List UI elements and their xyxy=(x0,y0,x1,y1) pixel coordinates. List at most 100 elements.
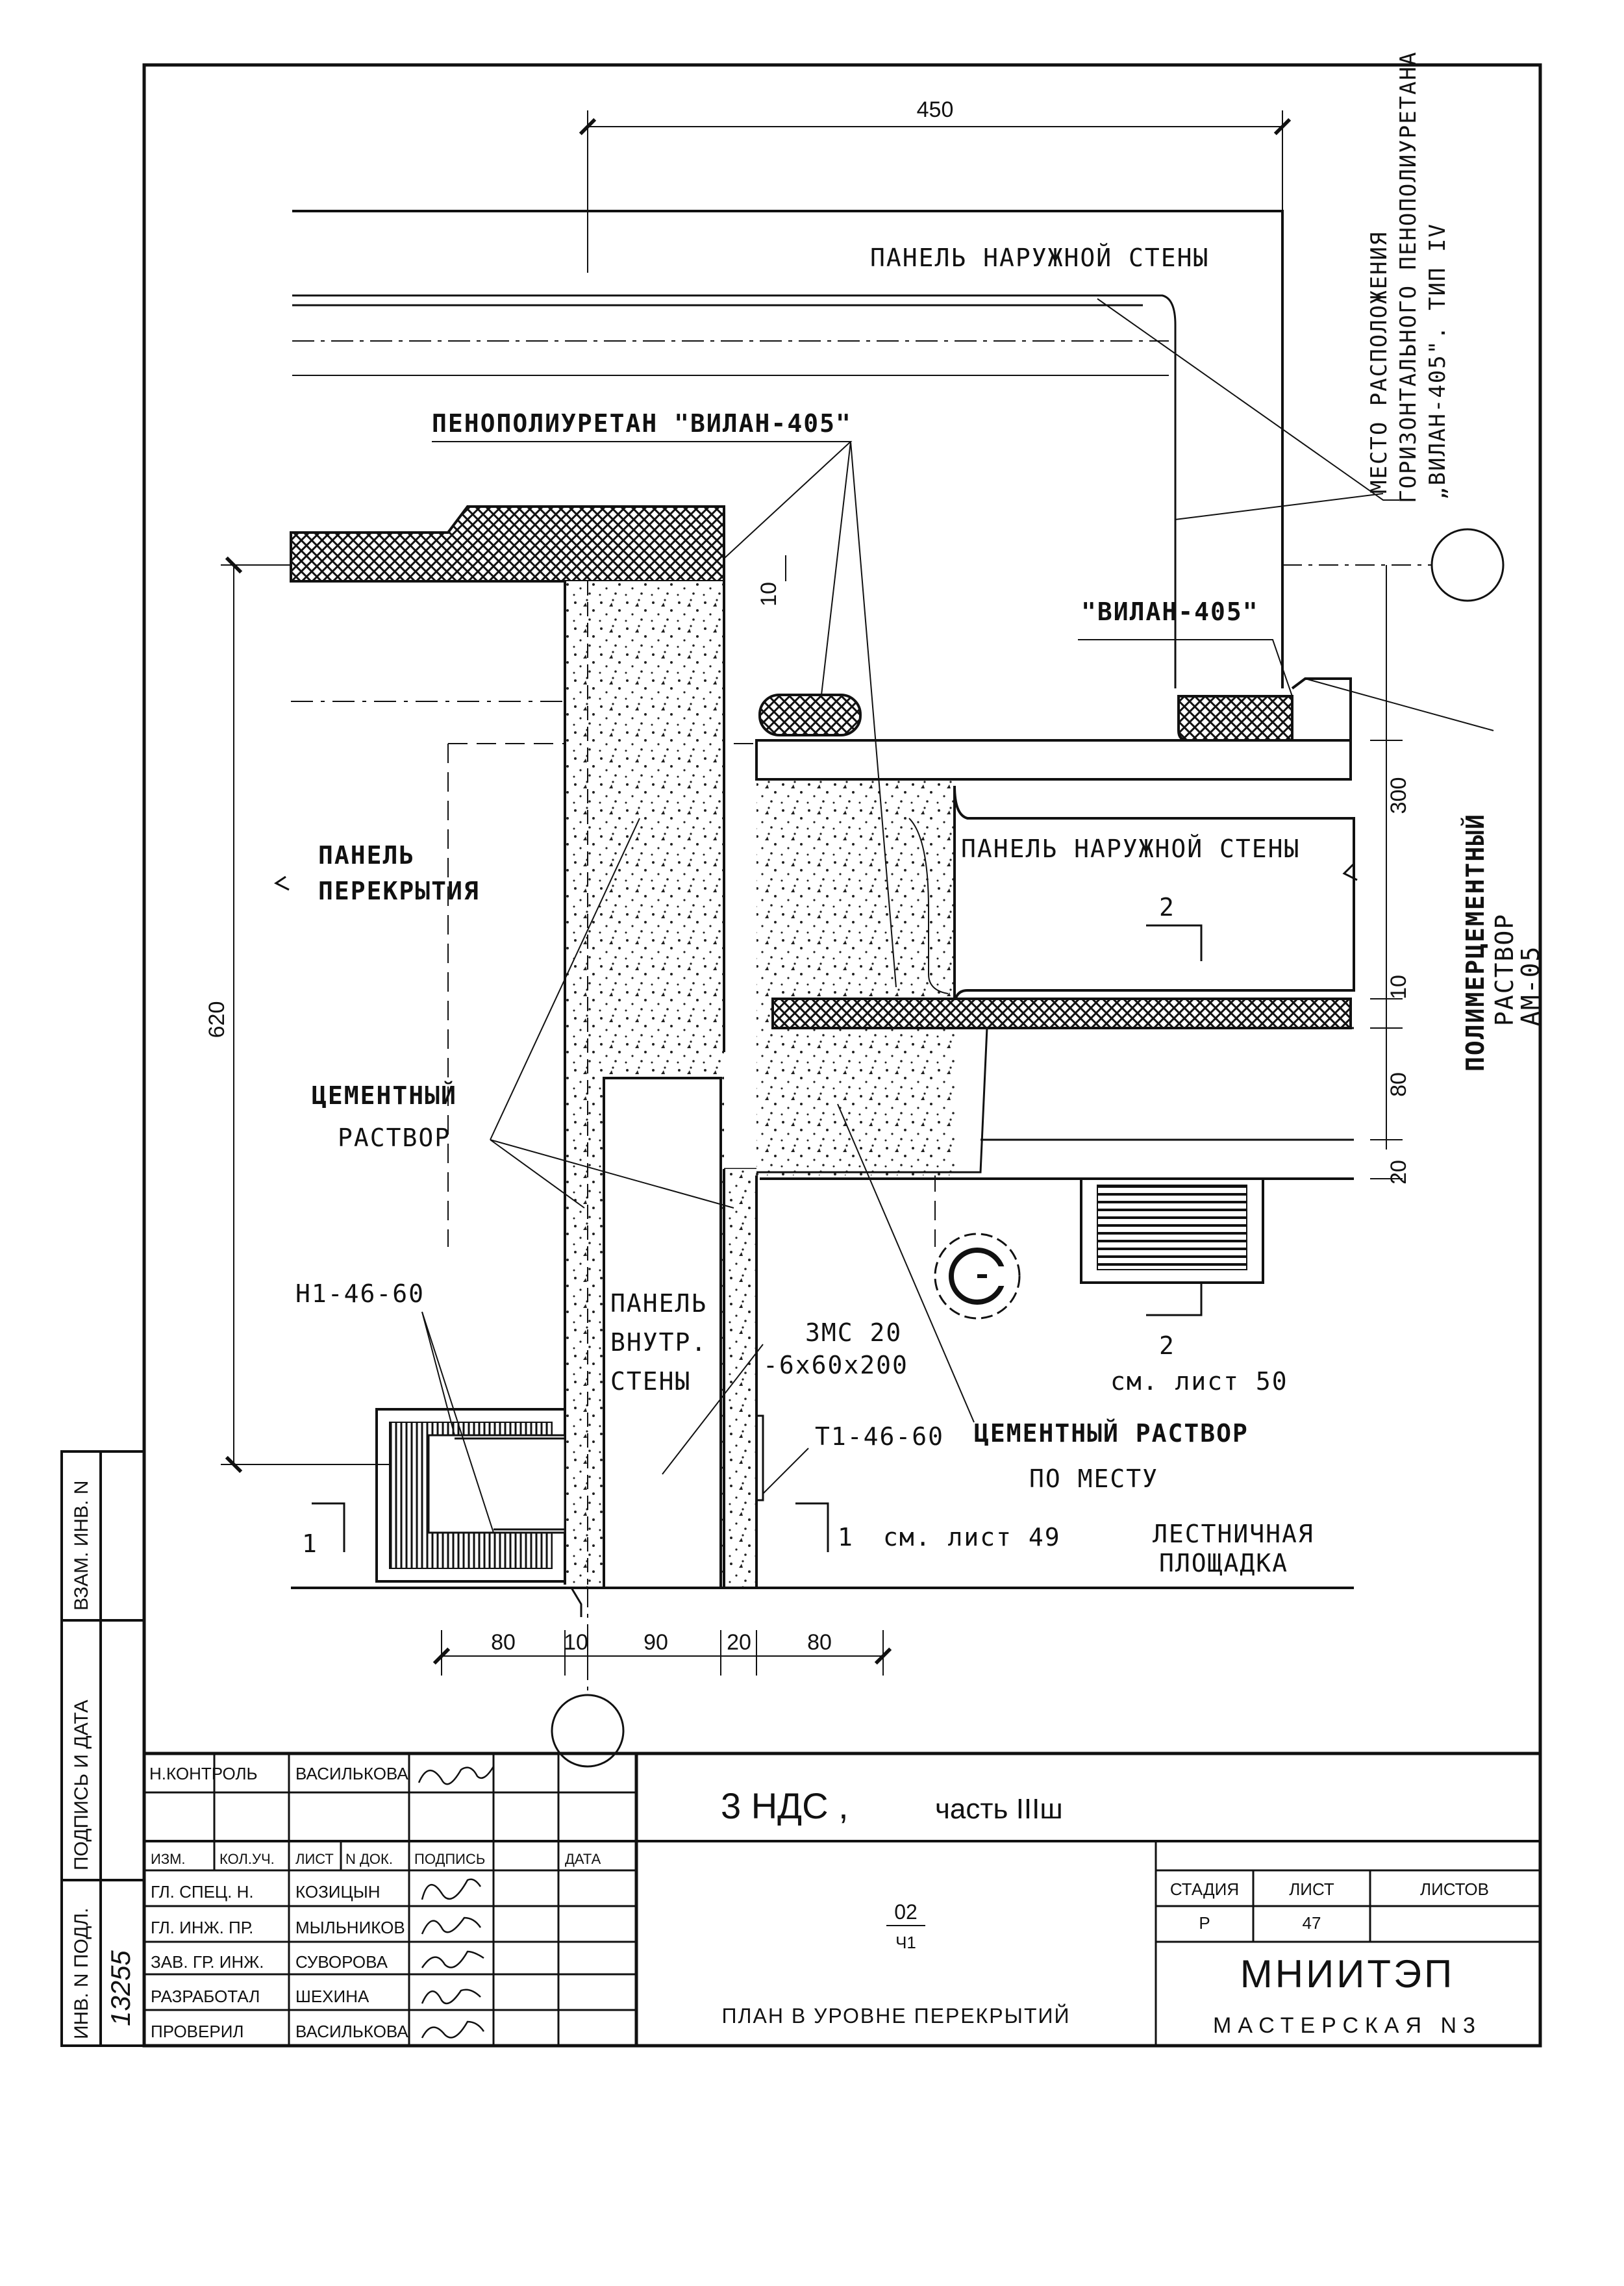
outer-wall-panel-mid xyxy=(953,785,1355,1007)
label-inner-wall-3: СТЕНЫ xyxy=(610,1367,691,1396)
tb-control-role: Н.КОНТРОЛЬ xyxy=(149,1764,258,1783)
tb-row-role: ЗАВ. ГР. ИНЖ. xyxy=(151,1952,264,1972)
tb-head-podpis: ПОДПИСЬ xyxy=(414,1851,485,1867)
tb-drawing-name: ПЛАН В УРОВНЕ ПЕРЕКРЫТИЙ xyxy=(721,2004,1070,2028)
side-stamp-texts: ВЗАМ. ИНВ. N ПОДПИСЬ И ДАТА ИНВ. N ПОДЛ.… xyxy=(71,1481,136,2039)
foam-strip-top xyxy=(290,505,725,583)
dim-b-80b: 80 xyxy=(807,1630,832,1655)
axis-marker-right xyxy=(1430,528,1505,602)
svg-text:МЕСТО РАСПОЛОЖЕНИЯ: МЕСТО РАСПОЛОЖЕНИЯ xyxy=(1366,231,1392,494)
tb-sheet: 47 xyxy=(1303,1913,1321,1933)
dim-b-20: 20 xyxy=(727,1630,751,1655)
stamp-podpis-data: ПОДПИСЬ И ДАТА xyxy=(71,1700,92,1870)
tb-head-koluch: КОЛ.УЧ. xyxy=(219,1851,275,1867)
title-block-grid xyxy=(142,1752,1542,2048)
svg-text:РАСТВОР: РАСТВОР xyxy=(1490,913,1519,1026)
tb-head-izm: ИЗМ. xyxy=(151,1851,186,1867)
label-t1: Т1-46-60 xyxy=(815,1422,944,1451)
label-vilan: "ВИЛАН-405" xyxy=(1081,597,1259,626)
label-stair-2: ПЛОЩАДКА xyxy=(1159,1549,1288,1577)
axis-marker-bottom xyxy=(551,1694,625,1768)
label-inner-wall-1: ПАНЕЛЬ xyxy=(610,1289,707,1318)
tb-row-role: ПРОВЕРИЛ xyxy=(151,2022,244,2041)
label-foam: ПЕНОПОЛИУРЕТАН "ВИЛАН-405" xyxy=(432,409,852,438)
foam-strip-mid xyxy=(771,998,1352,1029)
dimension-texts: 450 10 300 10 80 20 620 80 10 90 20 80 xyxy=(205,97,1411,1655)
label-cement-place-1: ЦЕМЕНТНЫЙ РАСТВОР xyxy=(974,1419,1249,1448)
dim-80-right: 80 xyxy=(1386,1072,1411,1097)
dim-b-90: 90 xyxy=(643,1630,668,1655)
label-slab-1: ПАНЕЛЬ xyxy=(318,841,415,870)
stamp-inv-podl: ИНВ. N ПОДЛ. xyxy=(71,1908,92,2040)
anchor-plate-n1 xyxy=(375,1408,566,1583)
section-1-right: 1 xyxy=(838,1523,854,1551)
label-place-note: МЕСТО РАСПОЛОЖЕНИЯ ГОРИЗОНТАЛЬНОГО ПЕНОП… xyxy=(1366,51,1451,503)
dim-b-10: 10 xyxy=(564,1630,588,1655)
label-zms-2: -6х60х200 xyxy=(763,1351,908,1379)
label-outer-wall-mid: ПАНЕЛЬ НАРУЖНОЙ СТЕНЫ xyxy=(961,835,1300,863)
tb-workshop: МАСТЕРСКАЯ N3 xyxy=(1213,2013,1482,2038)
svg-text:АМ-05: АМ-05 xyxy=(1516,946,1545,1026)
drawing-labels: ПАНЕЛЬ НАРУЖНОЙ СТЕНЫ ПЕНОПОЛИУРЕТАН "ВИ… xyxy=(295,51,1545,1577)
tb-code-top: 02 xyxy=(894,1900,918,1924)
section-1-left: 1 xyxy=(302,1529,318,1558)
label-stair-1: ЛЕСТНИЧНАЯ xyxy=(1153,1520,1314,1548)
leader-lines xyxy=(312,298,1494,1552)
foam-seal-right xyxy=(1177,695,1293,742)
dim-b-80a: 80 xyxy=(491,1630,516,1655)
tb-stage-header: СТАДИЯ xyxy=(1170,1879,1239,1899)
dim-620: 620 xyxy=(205,1001,229,1038)
label-outer-wall-top: ПАНЕЛЬ НАРУЖНОЙ СТЕНЫ xyxy=(870,244,1209,272)
side-stamp xyxy=(60,1450,145,2047)
title-block-texts: Н.КОНТРОЛЬ ВАСИЛЬКОВА ИЗМ. КОЛ.УЧ. ЛИСТ … xyxy=(149,1764,1489,2041)
tb-org: МНИИТЭП xyxy=(1240,1952,1455,1996)
tb-project: 3 НДС , xyxy=(721,1785,849,1826)
svg-text:„ВИЛАН-405". ТИП IV: „ВИЛАН-405". ТИП IV xyxy=(1425,223,1451,500)
label-n1: Н1-46-60 xyxy=(295,1279,425,1308)
plan-drawing xyxy=(274,210,1358,1617)
stamp-inv-number: 13255 xyxy=(105,1950,136,2026)
svg-text:ПОЛИМЕРЦЕМЕНТНЫЙ: ПОЛИМЕРЦЕМЕНТНЫЙ xyxy=(1461,813,1490,1072)
dim-10-right: 10 xyxy=(1386,975,1411,999)
dim-10-upper: 10 xyxy=(756,582,781,607)
tb-row-name: МЫЛЬНИКОВ xyxy=(295,1918,405,1937)
label-cement-1: ЦЕМЕНТНЫЙ xyxy=(312,1081,457,1110)
tb-row-name: КОЗИЦЫН xyxy=(295,1882,381,1902)
dim-20-right: 20 xyxy=(1386,1160,1411,1185)
label-cement-place-2: ПО МЕСТУ xyxy=(1029,1464,1158,1493)
tb-part: часть IIIш xyxy=(935,1793,1063,1825)
label-inner-wall-2: ВНУТР. xyxy=(610,1328,707,1357)
duct-symbol xyxy=(934,1233,1021,1320)
tb-head-data: ДАТА xyxy=(565,1851,601,1867)
dim-300: 300 xyxy=(1386,777,1411,814)
label-slab-2: ПЕРЕКРЫТИЯ xyxy=(318,877,480,905)
dim-450: 450 xyxy=(917,97,954,122)
tb-stage: Р xyxy=(1199,1913,1210,1933)
foam-seal-left xyxy=(758,694,862,736)
signatures xyxy=(418,1766,495,2039)
tb-row-role: ГЛ. СПЕЦ. Н. xyxy=(151,1882,254,1902)
section-2-bottom: 2 xyxy=(1159,1331,1175,1360)
tb-row-role: ГЛ. ИНЖ. ПР. xyxy=(151,1918,253,1937)
stamp-vzam-inv: ВЗАМ. ИНВ. N xyxy=(71,1481,92,1611)
label-polymer-mortar: ПОЛИМЕРЦЕМЕНТНЫЙ РАСТВОР АМ-05 xyxy=(1461,813,1545,1072)
tb-head-list: ЛИСТ xyxy=(295,1851,334,1867)
tb-head-ndok: N ДОК. xyxy=(345,1851,393,1867)
svg-text:ГОРИЗОНТАЛЬНОГО ПЕНОПОЛИУРЕТАН: ГОРИЗОНТАЛЬНОГО ПЕНОПОЛИУРЕТАНА xyxy=(1395,51,1421,503)
label-cement-2: РАСТВОР xyxy=(338,1124,451,1152)
tb-row-role: РАЗРАБОТАЛ xyxy=(151,1987,260,2006)
dimension-lines xyxy=(221,110,1505,1768)
tb-sheet-header: ЛИСТ xyxy=(1289,1879,1334,1899)
tb-sheets-header: ЛИСТОВ xyxy=(1420,1879,1489,1899)
tb-row-name: СУВОРОВА xyxy=(295,1952,388,1972)
tb-row-name: ШЕХИНА xyxy=(295,1987,369,2006)
label-zms-1: ЗМС 20 xyxy=(805,1318,902,1347)
tb-row-name: ВАСИЛЬКОВА xyxy=(295,2022,408,2041)
vent-grille xyxy=(1080,1177,1264,1284)
tb-control-name: ВАСИЛЬКОВА xyxy=(295,1764,408,1783)
label-see-sheet-49: см. лист 49 xyxy=(883,1523,1061,1551)
section-2-top: 2 xyxy=(1159,893,1175,922)
label-see-sheet-50: см. лист 50 xyxy=(1110,1367,1288,1396)
tb-code-bottom: Ч1 xyxy=(895,1933,916,1952)
